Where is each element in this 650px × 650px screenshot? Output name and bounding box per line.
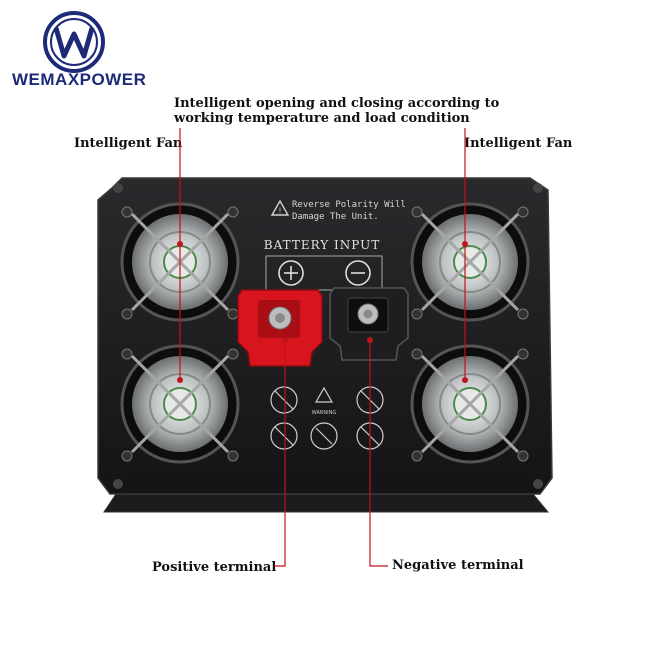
wemaxpower-logo: [43, 11, 105, 73]
screw: [533, 183, 543, 193]
fan-top-right: [410, 202, 530, 322]
warning-small-label: WARNING: [312, 410, 337, 416]
screw: [533, 479, 543, 489]
negative-terminal-label: Negative terminal: [392, 558, 524, 573]
annotation-dots: [177, 241, 468, 383]
brand-name: WEMAXPOWER: [12, 70, 147, 89]
plus-symbol-icon: [278, 260, 304, 286]
svg-text:!: !: [278, 207, 281, 216]
fan-left-label: Intelligent Fan: [74, 136, 183, 151]
fan-right-label: Intelligent Fan: [464, 136, 573, 151]
minus-symbol-icon: [345, 260, 371, 286]
annotation-lines: [179, 128, 466, 567]
screw: [113, 183, 123, 193]
battery-input-label: BATTERY INPUT: [264, 238, 380, 252]
polarity-box: [265, 255, 383, 291]
top-annotation-line1: Intelligent opening and closing accordin…: [174, 96, 500, 111]
fan-top-left: [120, 202, 240, 322]
warning-triangle-icon: [270, 199, 290, 216]
screw: [113, 479, 123, 489]
negative-terminal-cap: [329, 287, 409, 361]
top-annotation-line2: working temperature and load condition: [174, 111, 470, 126]
warning-line2: Damage The Unit.: [292, 212, 379, 222]
positive-terminal-label: Positive terminal: [152, 560, 277, 575]
positive-terminal-cap: [237, 289, 323, 367]
fan-bottom-right: [410, 344, 530, 464]
warning-line1: Reverse Polarity Will: [292, 200, 406, 210]
